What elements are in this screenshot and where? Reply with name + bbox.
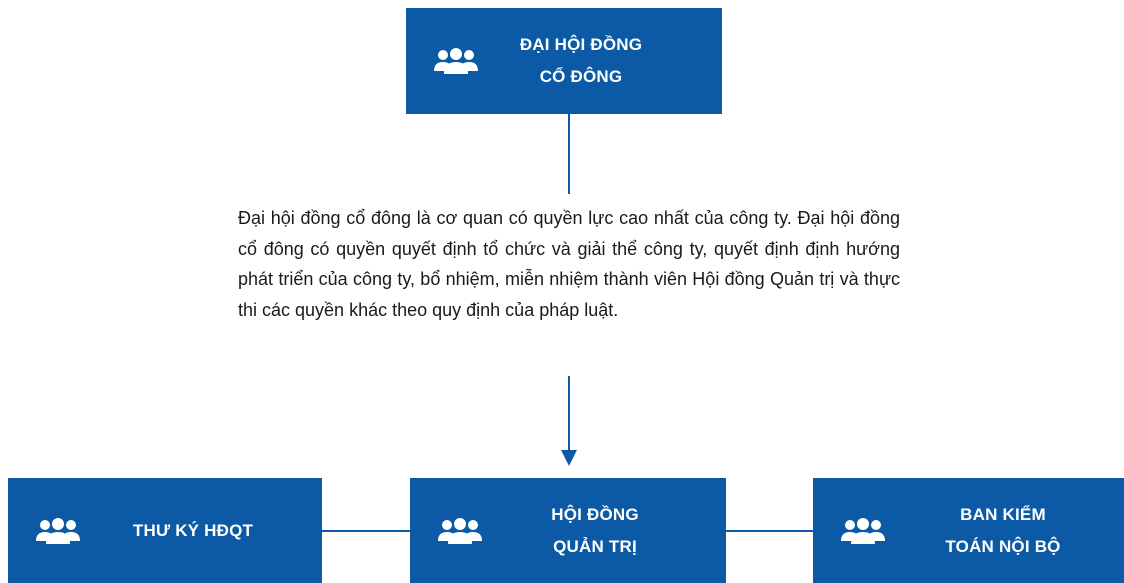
connector-line-right <box>726 530 813 532</box>
board-secretary-label: THƯ KÝ HĐQT <box>132 520 254 540</box>
board-of-directors-box: HỘI ĐỒNG QUẢN TRỊ <box>410 478 726 583</box>
board-of-directors-label: HỘI ĐỒNG QUẢN TRỊ <box>551 504 639 556</box>
people-group-icon <box>434 48 478 74</box>
connector-line-top <box>568 114 570 194</box>
internal-audit-box: BAN KIỂM TOÁN NỘI BỘ <box>813 478 1124 583</box>
connector-line-left <box>322 530 410 532</box>
description-text: Đại hội đồng cổ đông là cơ quan có quyền… <box>238 208 900 320</box>
people-group-icon <box>36 517 80 544</box>
general-meeting-shareholders-label: ĐẠI HỘI ĐỒNG CỔ ĐÔNG <box>519 35 643 86</box>
people-group-icon <box>438 517 482 544</box>
arrow-down-icon <box>561 450 577 466</box>
people-group-icon <box>841 517 885 544</box>
connector-arrow-line <box>568 376 570 452</box>
general-meeting-shareholders-box: ĐẠI HỘI ĐỒNG CỔ ĐÔNG <box>406 8 722 114</box>
internal-audit-label: BAN KIỂM TOÁN NỘI BỘ <box>945 504 1061 556</box>
board-secretary-box: THƯ KÝ HĐQT <box>8 478 322 583</box>
